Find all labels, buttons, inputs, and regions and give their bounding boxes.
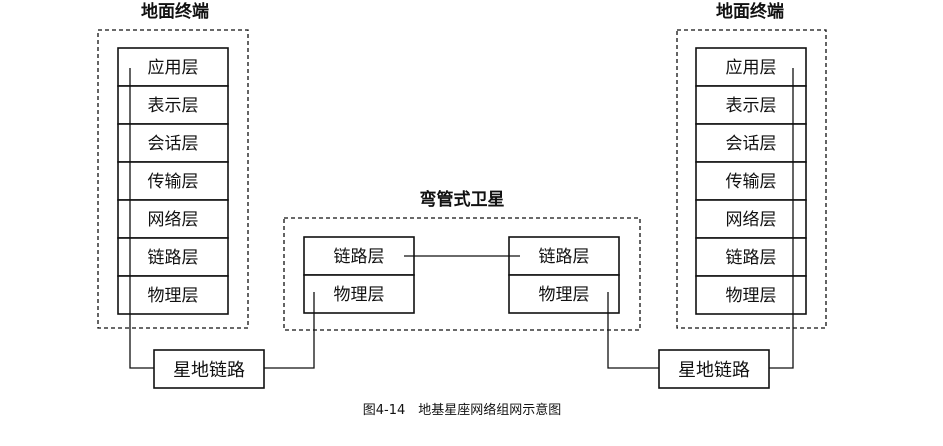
left-layer-session: 会话层 [148, 134, 199, 154]
left-layer-application: 应用层 [148, 58, 199, 78]
signal-path [129, 68, 794, 369]
satellite-left-box-physical [303, 274, 415, 314]
right-layer-box-network [695, 199, 807, 239]
satellite-boundary [283, 217, 641, 331]
right-layer-box-session [695, 123, 807, 163]
right-link-label: 星地链路 [678, 360, 750, 381]
left-layer-box-transport [117, 161, 229, 201]
satellite-downlink-line [607, 292, 659, 369]
satellite-right-stack: 链路层 物理层 [508, 236, 620, 314]
right-ground-terminal: 地面终端 应用层 表示层 会话层 传输层 网络层 链路层 物理层 [676, 1, 827, 329]
satellite-left-physical: 物理层 [334, 285, 385, 305]
left-layer-link: 链路层 [148, 248, 199, 268]
right-layer-application: 应用层 [726, 58, 777, 78]
satellite-left-box-link [303, 236, 415, 276]
satellite-title: 弯管式卫星 [420, 189, 505, 210]
satellite-right-box-physical [508, 274, 620, 314]
left-terminal-title: 地面终端 [141, 1, 209, 22]
right-layer-stack: 应用层 表示层 会话层 传输层 网络层 链路层 物理层 [695, 47, 807, 315]
right-link-box [658, 349, 770, 389]
right-layer-presentation: 表示层 [726, 96, 777, 116]
left-link-box [153, 349, 265, 389]
right-satellite-ground-link: 星地链路 [658, 349, 770, 389]
right-terminal-title: 地面终端 [716, 1, 784, 22]
left-link-label: 星地链路 [173, 360, 245, 381]
satellite-left-link: 链路层 [334, 247, 385, 267]
left-layer-physical: 物理层 [148, 286, 199, 306]
left-layer-box-link [117, 237, 229, 277]
left-uplink-to-satellite-line [264, 292, 315, 369]
right-layer-session: 会话层 [726, 134, 777, 154]
left-ground-terminal: 地面终端 应用层 表示层 会话层 传输层 网络层 链路层 物理层 [97, 1, 249, 329]
right-layer-box-transport [695, 161, 807, 201]
left-satellite-ground-link: 星地链路 [153, 349, 265, 389]
figure-caption: 图4-14 地基星座网络组网示意图 [363, 402, 562, 418]
right-layer-link: 链路层 [726, 248, 777, 268]
right-layer-box-physical [695, 275, 807, 315]
satellite-left-stack: 链路层 物理层 [303, 236, 415, 314]
left-layer-box-physical [117, 275, 229, 315]
right-terminal-uplink-line [769, 68, 794, 369]
left-layer-box-application [117, 47, 229, 87]
left-layer-network: 网络层 [148, 210, 199, 230]
bent-pipe-satellite: 弯管式卫星 链路层 物理层 链路层 物理层 [283, 189, 641, 331]
left-layer-transport: 传输层 [148, 172, 199, 192]
satellite-right-link: 链路层 [539, 247, 590, 267]
right-layer-box-presentation [695, 85, 807, 125]
right-layer-transport: 传输层 [726, 172, 777, 192]
right-layer-physical: 物理层 [726, 286, 777, 306]
right-terminal-boundary [676, 29, 827, 329]
left-layer-presentation: 表示层 [148, 96, 199, 116]
right-layer-box-link [695, 237, 807, 277]
left-layer-box-presentation [117, 85, 229, 125]
left-layer-stack: 应用层 表示层 会话层 传输层 网络层 链路层 物理层 [117, 47, 229, 315]
right-layer-network: 网络层 [726, 210, 777, 230]
left-terminal-downlink-line [129, 68, 154, 369]
satellite-right-physical: 物理层 [539, 285, 590, 305]
